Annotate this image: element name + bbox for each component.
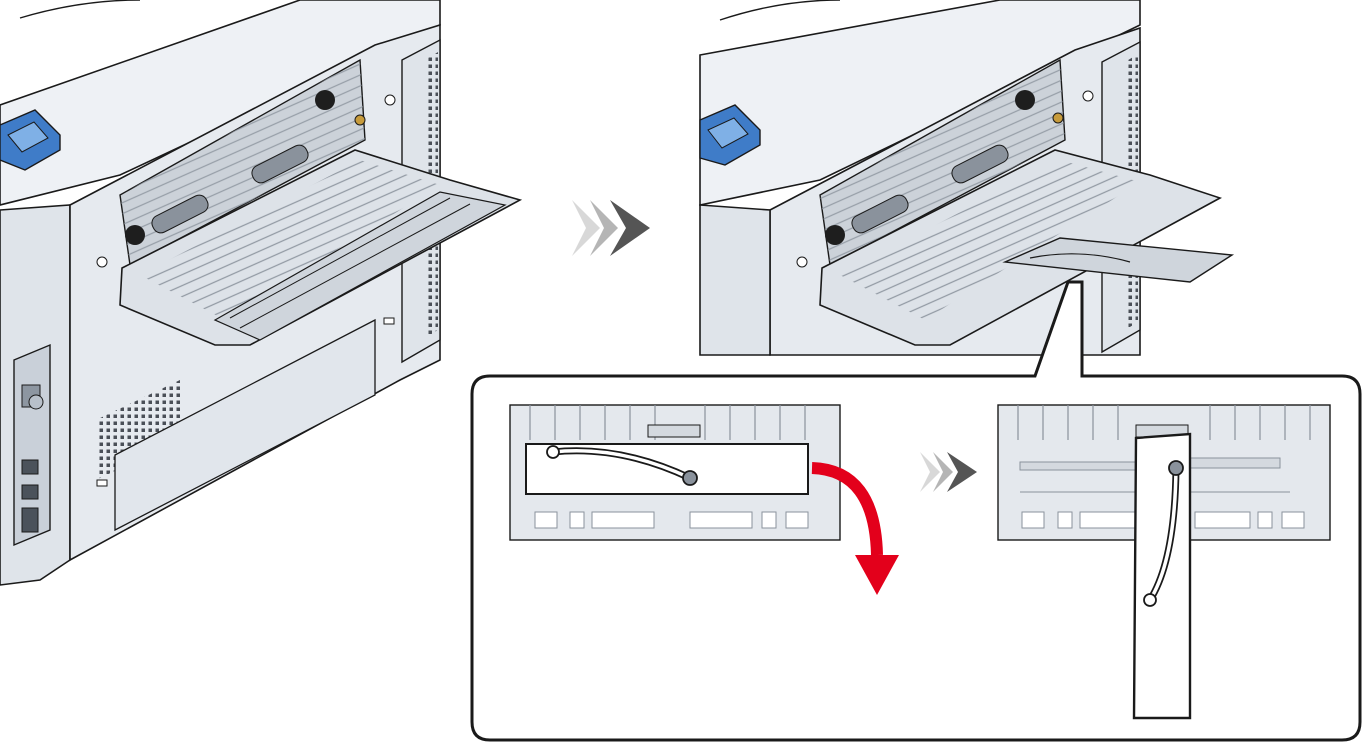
printer-rear-view-right (699, 0, 1235, 356)
exit-tray-extended (819, 149, 1235, 346)
roller-icon (825, 90, 1064, 245)
blue-handle-icon (699, 104, 761, 166)
step-arrow-1 (572, 200, 650, 256)
roller-icon (125, 90, 366, 245)
printer-rear-view-left (0, 0, 523, 586)
detail-callout (470, 280, 1362, 742)
curved-red-arrow-icon (811, 462, 899, 595)
paper-stopper-folded (509, 404, 841, 541)
blue-handle-icon (0, 109, 61, 171)
step-arrow-2 (920, 452, 977, 492)
paper-stopper-unfolded (997, 404, 1331, 720)
exit-tray-open (119, 149, 523, 346)
